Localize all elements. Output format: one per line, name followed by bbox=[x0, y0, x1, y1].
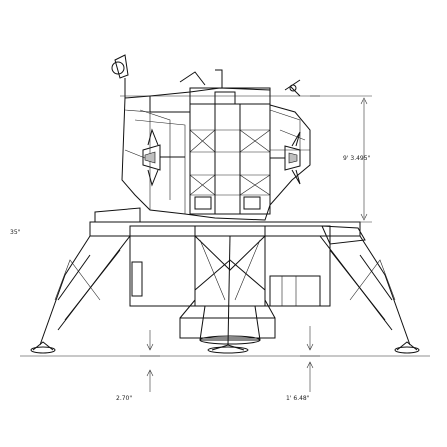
rcs-thruster-right bbox=[270, 131, 301, 185]
descent-stage bbox=[89, 221, 361, 345]
dimension-right-height bbox=[300, 95, 372, 223]
landing-gear-center bbox=[179, 235, 276, 354]
dimension-label-bottom-right: 1' 6.48" bbox=[286, 395, 310, 402]
landing-gear-right bbox=[319, 225, 420, 354]
dimension-bottom-left bbox=[140, 330, 160, 392]
dimension-label-right-height: 9' 3.495" bbox=[343, 155, 371, 162]
dimension-label-left-edge: 35" bbox=[10, 229, 21, 236]
ascent-stage bbox=[111, 54, 320, 221]
rcs-thruster-left bbox=[142, 128, 185, 187]
landing-gear-left bbox=[30, 207, 141, 354]
dimension-bottom-right bbox=[300, 326, 320, 392]
dimension-label-bottom-left: 2.70" bbox=[116, 395, 132, 402]
